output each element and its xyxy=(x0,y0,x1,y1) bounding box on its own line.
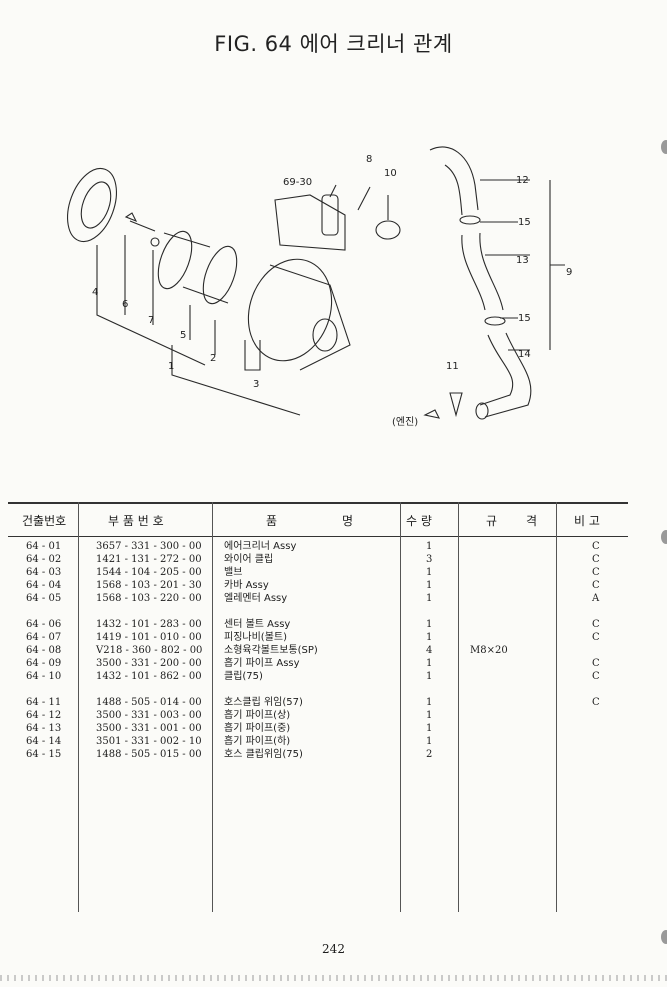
column-divider xyxy=(78,502,79,912)
callout-5: 5 xyxy=(180,330,186,341)
callout-10: 10 xyxy=(384,168,397,179)
callout-14: 14 xyxy=(518,349,531,360)
column-divider xyxy=(400,502,401,912)
callout-15a: 15 xyxy=(518,217,531,228)
column-divider xyxy=(458,502,459,912)
header-spec-2: 격 xyxy=(526,514,538,528)
callout-4: 4 xyxy=(92,287,98,298)
callout-11: 11 xyxy=(446,361,459,372)
column-divider xyxy=(556,502,557,912)
binder-hole xyxy=(661,140,667,154)
callout-9: 9 xyxy=(566,267,572,278)
column-divider xyxy=(212,502,213,912)
callout-8: 8 xyxy=(366,154,372,165)
callout-6: 6 xyxy=(122,299,128,310)
binder-hole xyxy=(661,530,667,544)
header-item-no: 건출번호 xyxy=(22,514,67,528)
callout-3: 3 xyxy=(253,379,259,390)
header-spec: 규 xyxy=(486,514,498,528)
callout-7: 7 xyxy=(148,315,154,326)
figure-title: FIG. 64 에어 크리너 관계 xyxy=(214,32,453,56)
engine-label: (엔진) xyxy=(392,416,418,428)
header-note: 비 고 xyxy=(574,514,600,528)
callout-13: 13 xyxy=(516,255,529,266)
callout-1: 1 xyxy=(168,361,174,372)
page-number: 242 xyxy=(322,942,345,956)
header-part-no: 부 품 번 호 xyxy=(108,514,164,528)
callout-69-30: 69-30 xyxy=(283,177,312,188)
header-name-2: 명 xyxy=(342,514,354,528)
header-name: 품 xyxy=(266,514,278,528)
callout-15b: 15 xyxy=(518,313,531,324)
header-qty: 수 량 xyxy=(406,514,432,528)
table-header: 건출번호 부 품 번 호 품 명 수 량 규 격 비 고 xyxy=(8,502,628,537)
scan-edge-artifact xyxy=(0,975,667,981)
callout-12: 12 xyxy=(516,175,529,186)
callout-2: 2 xyxy=(210,353,216,364)
exploded-parts-diagram: 69-30 8 10 12 15 13 9 15 14 11 4 6 7 5 2… xyxy=(67,146,572,428)
binder-hole xyxy=(661,930,667,944)
